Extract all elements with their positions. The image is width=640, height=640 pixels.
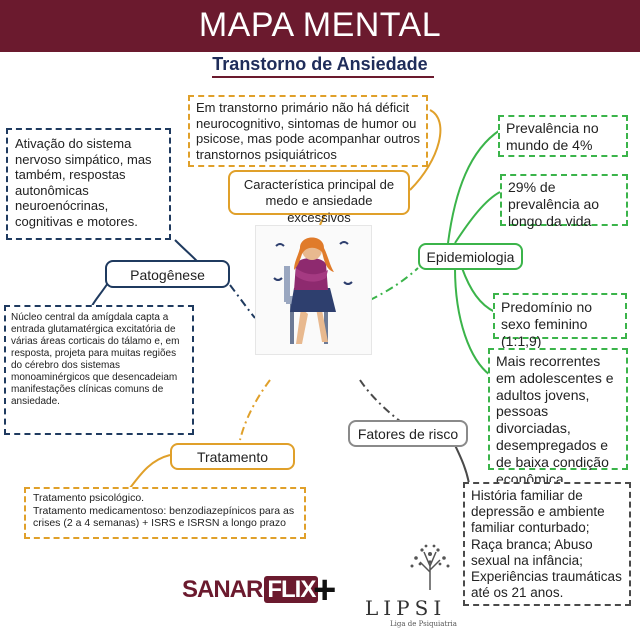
flix-logo-text: FLIX — [264, 576, 319, 603]
fatores-box: História familiar de depressão e ambient… — [463, 482, 631, 606]
epidemiologia-item-1: Prevalência no mundo de 4% — [498, 115, 628, 157]
patogenese-text-2: Núcleo central da amígdala capta a entra… — [11, 312, 180, 407]
fatores-label-box: Fatores de risco — [348, 420, 468, 447]
subtitle-underline — [212, 76, 434, 78]
anxious-woman-illustration — [255, 225, 372, 355]
sanar-logo-text: SANAR — [182, 576, 263, 603]
page-title: MAPA MENTAL — [198, 6, 442, 44]
fatores-text: História familiar de depressão e ambient… — [471, 488, 622, 601]
epidemiologia-item-4: Mais recorrentes em adolescentes e adult… — [488, 348, 628, 487]
epidemiologia-label-box: Epidemiologia — [418, 243, 523, 270]
center-note-text: Em transtorno primário não há déficit ne… — [196, 100, 421, 162]
epidemiologia-text-2: 29% de prevalência ao longo da vida — [508, 179, 600, 229]
tratamento-label: Tratamento — [196, 449, 269, 465]
lipsi-tree-logo-icon — [410, 544, 450, 590]
plus-sign: + — [313, 568, 337, 612]
patogenese-box-2: Núcleo central da amígdala capta a entra… — [4, 305, 194, 435]
epidemiologia-item-2: 29% de prevalência ao longo da vida — [500, 174, 628, 229]
lipsi-logo-text: LIPSI — [365, 596, 447, 620]
lipsi-subtitle: Liga de Psiquiatria — [390, 620, 457, 628]
main-feature-box: Característica principal de medo e ansie… — [228, 170, 410, 225]
patogenese-box-1: Ativação do sistema nervoso simpático, m… — [6, 128, 171, 240]
epidemiologia-text-4: Mais recorrentes em adolescentes e adult… — [496, 353, 614, 487]
anxious-woman-icon — [273, 237, 353, 344]
center-note-box: Em transtorno primário não há déficit ne… — [188, 95, 428, 167]
main-feature-text: Característica principal de medo e ansie… — [243, 177, 395, 225]
epidemiologia-label: Epidemiologia — [426, 249, 515, 265]
epidemiologia-item-3: Predomínio no sexo feminino (1:1,9) — [493, 293, 627, 349]
tratamento-label-box: Tratamento — [170, 443, 295, 470]
header-bar: MAPA MENTAL — [0, 0, 640, 52]
patogenese-text-1: Ativação do sistema nervoso simpático, m… — [15, 136, 152, 229]
subtitle: Transtorno de Ansiedade — [212, 54, 428, 74]
epidemiologia-text-3: Predomínio no sexo feminino (1:1,9) — [501, 299, 593, 349]
patogenese-label-box: Patogênese — [105, 260, 230, 288]
patogenese-label: Patogênese — [130, 267, 205, 283]
epidemiologia-text-1: Prevalência no mundo de 4% — [506, 120, 599, 153]
fatores-label: Fatores de risco — [357, 426, 459, 442]
tratamento-text-1: Tratamento psicológico. — [33, 492, 145, 504]
tratamento-text-2: Tratamento medicamentoso: benzodiazepíni… — [33, 504, 295, 530]
tratamento-box: Tratamento psicológico. Tratamento medic… — [24, 487, 306, 539]
